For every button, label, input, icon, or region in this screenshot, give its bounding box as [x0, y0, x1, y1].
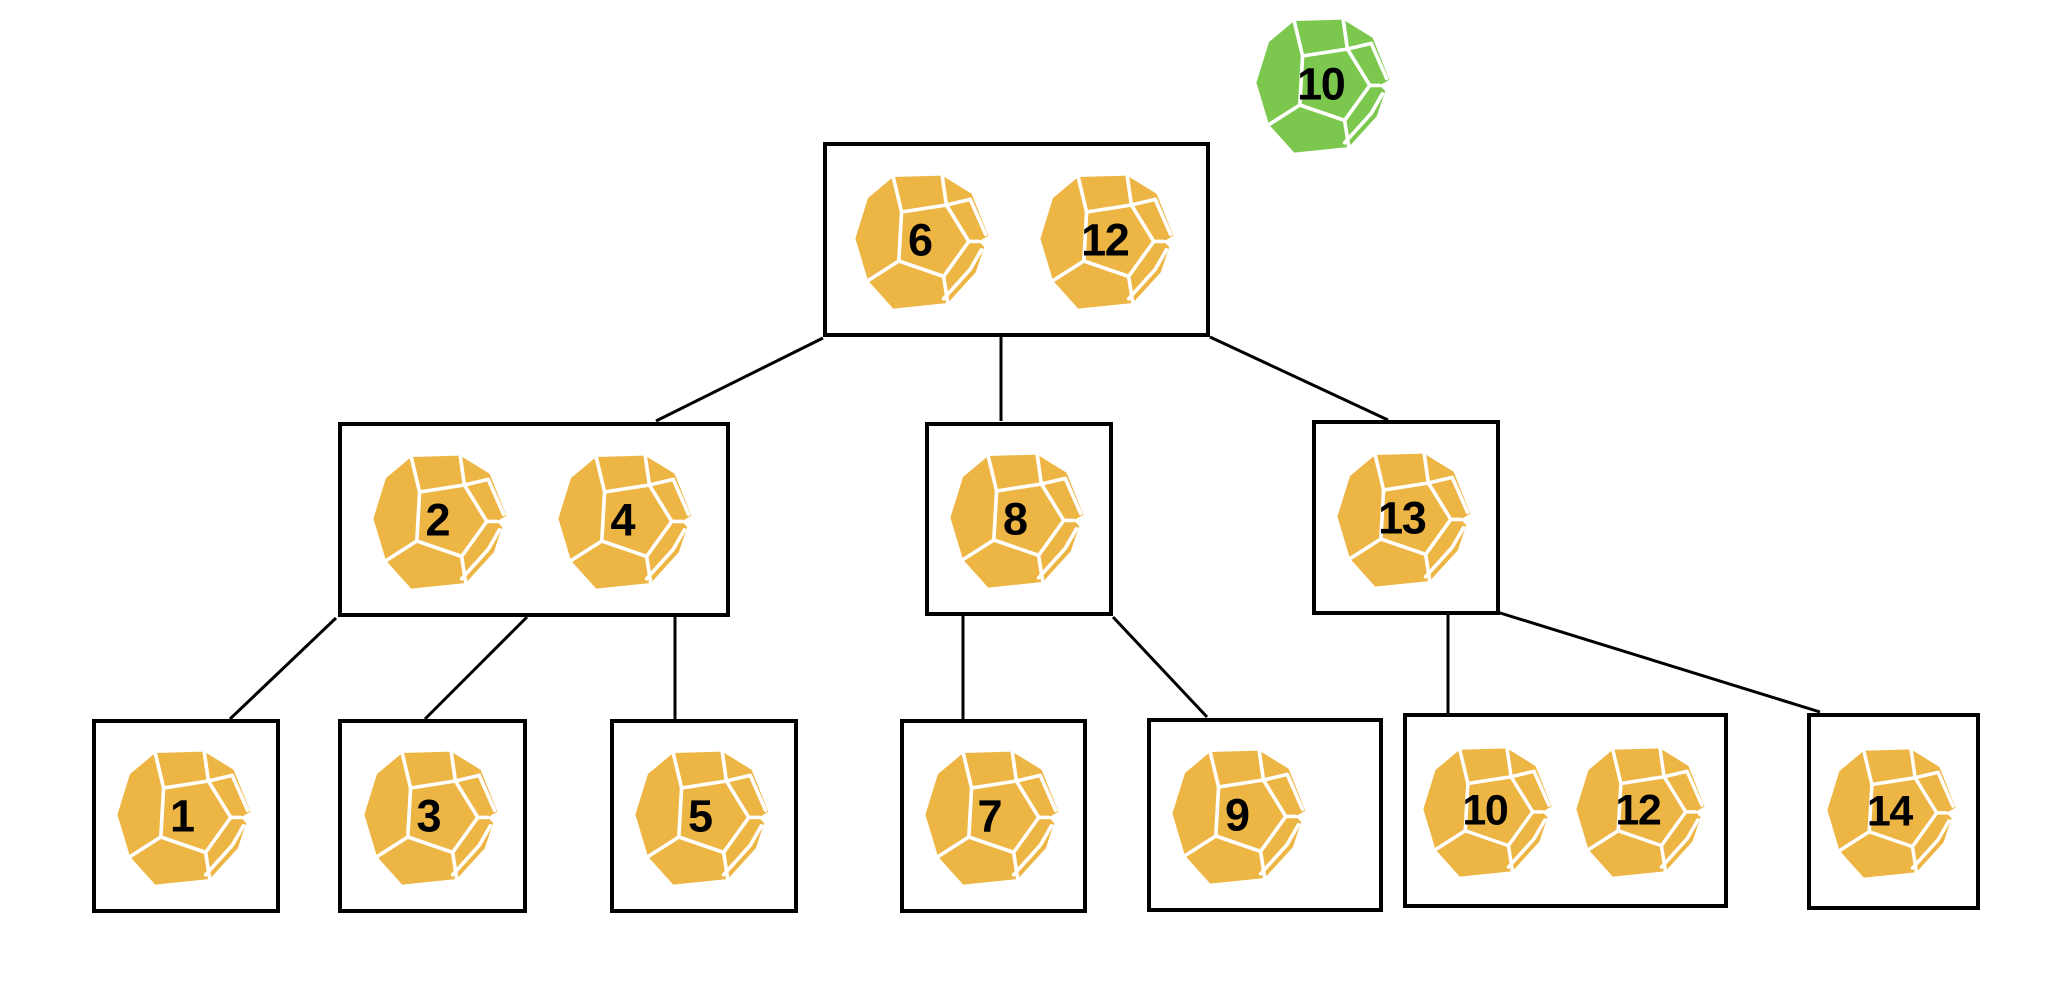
key-gem-9[interactable]: 9: [1171, 745, 1311, 885]
key-value: 2: [425, 494, 450, 545]
key-value: 9: [1224, 789, 1250, 841]
tree-node-1[interactable]: 1: [92, 719, 280, 913]
key-gem-3[interactable]: 3: [362, 746, 503, 886]
key-gem-4[interactable]: 4: [556, 450, 697, 590]
key-value: 1: [169, 790, 195, 842]
key-gem-10[interactable]: 10: [1421, 743, 1557, 878]
key-gem-7[interactable]: 7: [923, 746, 1064, 886]
tree-edge-node-6-12-to-node-13: [1209, 335, 1389, 422]
key-gem-6[interactable]: 6: [854, 170, 994, 310]
key-value: 4: [610, 494, 635, 545]
key-value: 8: [1002, 493, 1028, 545]
key-value: 7: [977, 790, 1002, 842]
key-value: 12: [1615, 786, 1662, 834]
key-gem-13[interactable]: 13: [1336, 448, 1476, 588]
tree-node-7[interactable]: 7: [900, 719, 1087, 913]
key-value: 14: [1866, 787, 1914, 835]
tree-edge-node-2-4-to-node-3: [423, 615, 529, 721]
key-gem-12[interactable]: 12: [1039, 170, 1179, 310]
key-gem-1[interactable]: 1: [116, 746, 256, 886]
tree-node-13[interactable]: 13: [1312, 420, 1500, 615]
key-value: 3: [416, 790, 441, 842]
key-value: 10: [1297, 58, 1346, 110]
tree-node-6-12[interactable]: 6 12: [823, 142, 1210, 337]
tree-edge-node-8-to-node-9: [1111, 615, 1209, 719]
key-value: 5: [687, 790, 713, 842]
tree-node-5[interactable]: 5: [610, 719, 798, 913]
key-gem-14[interactable]: 14: [1826, 744, 1961, 879]
key-gem-12[interactable]: 12: [1574, 743, 1710, 878]
key-value: 10: [1462, 786, 1509, 834]
key-value: 12: [1081, 214, 1130, 265]
key-gem-8[interactable]: 8: [949, 449, 1089, 589]
tree-edge-node-6-12-to-node-2-4: [655, 336, 824, 423]
key-gem-2[interactable]: 2: [371, 450, 512, 590]
tree-node-14[interactable]: 14: [1807, 713, 1980, 910]
key-value: 13: [1378, 492, 1427, 543]
tree-node-3[interactable]: 3: [338, 719, 527, 913]
key-value: 6: [907, 214, 933, 265]
tree-node-8[interactable]: 8: [925, 422, 1113, 616]
key-gem-5[interactable]: 5: [634, 746, 774, 886]
tree-node-10-12[interactable]: 10 12: [1403, 713, 1728, 908]
tree-edge-node-13-to-node-14: [1496, 610, 1821, 714]
tree-node-2-4[interactable]: 2 4: [338, 422, 730, 617]
floating-insert-gem-10[interactable]: 10: [1255, 14, 1395, 154]
tree-node-9[interactable]: 9: [1147, 718, 1383, 912]
tree-edge-node-2-4-to-node-1: [228, 616, 338, 721]
